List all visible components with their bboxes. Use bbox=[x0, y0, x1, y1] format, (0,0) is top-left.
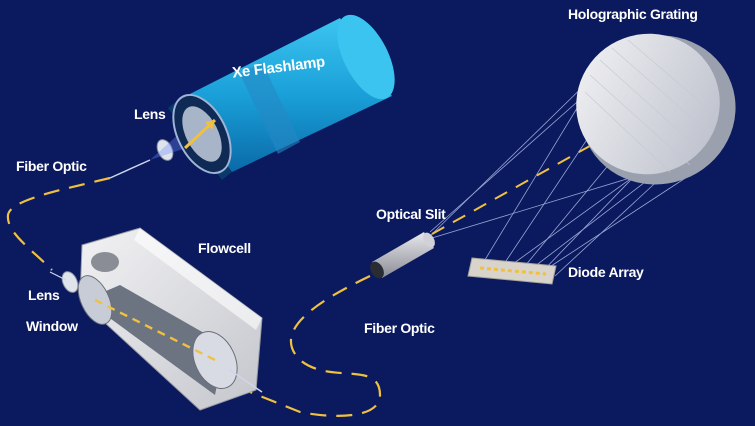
flowcell bbox=[77, 227, 263, 411]
fiber-tip-bottom bbox=[49, 271, 67, 281]
lens-top-shape bbox=[156, 139, 174, 161]
label-window: Window bbox=[26, 318, 78, 334]
xe-flashlamp bbox=[168, 14, 395, 180]
fiber-optic-top bbox=[6, 176, 111, 271]
fiber-tip-top bbox=[109, 159, 151, 179]
optical-slit bbox=[370, 232, 435, 279]
fiber-optic-bottom bbox=[249, 275, 382, 417]
label-diode-array: Diode Array bbox=[568, 264, 644, 280]
holographic-grating bbox=[576, 33, 736, 185]
label-fiber-optic-top: Fiber Optic bbox=[16, 158, 87, 174]
label-holographic-grating: Holographic Grating bbox=[568, 6, 698, 22]
label-flowcell: Flowcell bbox=[198, 240, 251, 256]
label-lens-top: Lens bbox=[134, 106, 166, 122]
diode-array bbox=[467, 257, 557, 285]
lens-bottom-shape bbox=[61, 271, 79, 293]
label-optical-slit: Optical Slit bbox=[376, 206, 446, 222]
label-fiber-optic-bottom: Fiber Optic bbox=[364, 320, 435, 336]
label-lens-bottom: Lens bbox=[28, 287, 60, 303]
